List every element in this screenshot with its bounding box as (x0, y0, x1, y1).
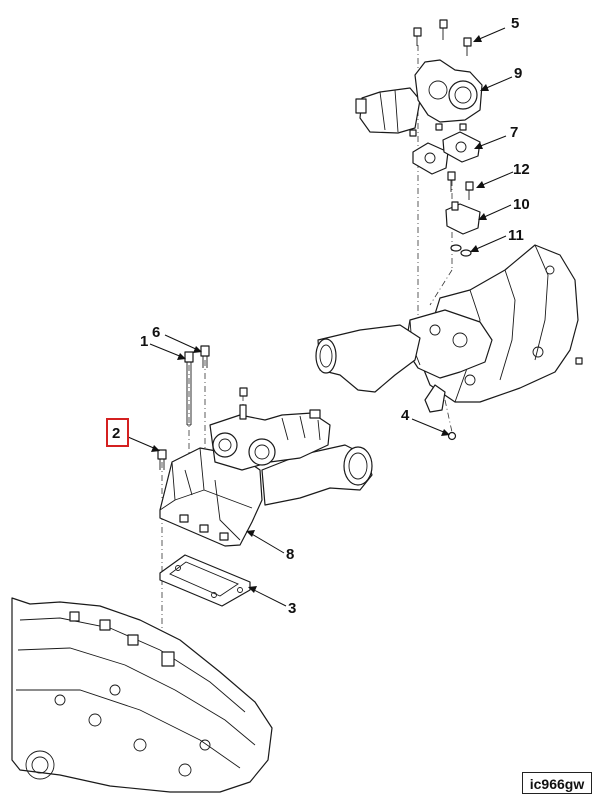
callout-11: 11 (508, 227, 524, 244)
callout-7: 7 (510, 124, 518, 141)
callout-6: 6 (152, 324, 160, 341)
washers-11 (450, 244, 472, 257)
bolt-1 (184, 351, 194, 426)
bolts-5 (413, 19, 472, 56)
callout-9: 9 (514, 65, 522, 82)
callout-10: 10 (513, 196, 530, 213)
sensor-10 (445, 201, 481, 235)
callout-2-highlight-box (106, 418, 129, 447)
gaskets-7 (412, 131, 481, 175)
gasket-3 (159, 554, 251, 607)
callout-2: 2 (112, 425, 120, 442)
egr-valve-9 (355, 59, 483, 137)
callout-12: 12 (513, 161, 530, 178)
callout-3: 3 (288, 600, 296, 617)
figure-id-label: ic966gw (522, 772, 592, 794)
callout-8: 8 (286, 546, 294, 563)
bolt-small (239, 387, 248, 397)
cylinder-head (11, 597, 273, 793)
bolts-12 (447, 171, 474, 200)
egr-housing-8 (159, 404, 373, 547)
exhaust-manifold (315, 244, 583, 441)
leader-lines (127, 27, 514, 607)
callout-5: 5 (511, 15, 519, 32)
callout-1: 1 (140, 333, 148, 350)
bolt-2 (157, 449, 167, 470)
callout-4: 4 (401, 407, 410, 424)
